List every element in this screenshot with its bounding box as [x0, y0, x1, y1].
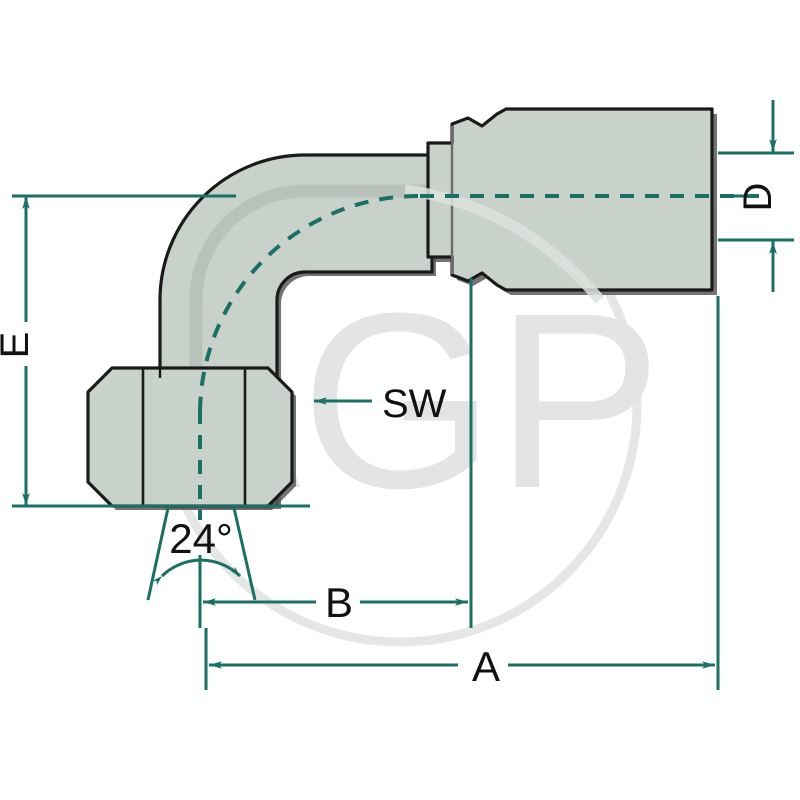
dimension-label-E: E [0, 332, 37, 359]
angle-leg-right [232, 507, 257, 601]
dimension-A [204, 296, 720, 690]
bore-shading [189, 184, 432, 505]
dimension-label-D: D [736, 183, 780, 212]
dimension-label-A: A [472, 643, 500, 690]
dimension-E [12, 194, 310, 508]
centerlines [198, 194, 760, 520]
dimension-B [198, 278, 473, 628]
hex-nut-profile [86, 366, 294, 508]
angle-leg-left [146, 507, 170, 601]
dimension-label-angle: 24° [169, 515, 233, 562]
dimension-D [718, 100, 794, 292]
dimension-label-SW: SW [382, 382, 447, 426]
dimension-label-B: B [325, 579, 353, 626]
